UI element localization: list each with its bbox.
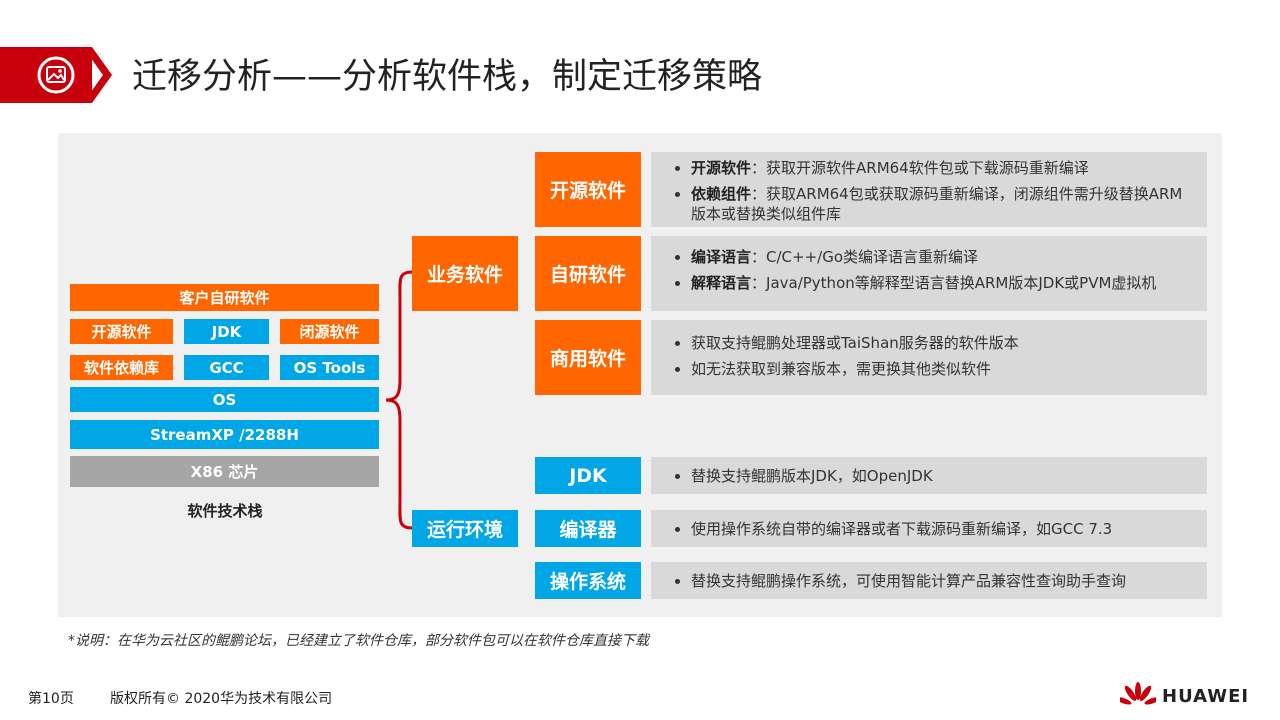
- bullet-item: 获取支持鲲鹏处理器或TaiShan服务器的软件版本: [691, 333, 1195, 359]
- bullet-bold-term: 编译语言: [691, 248, 752, 266]
- row-label-operating-system: 操作系统: [535, 562, 641, 599]
- row-desc-compiler: 使用操作系统自带的编译器或者下载源码重新编译，如GCC 7.3: [651, 510, 1207, 547]
- bullet-item: 使用操作系统自带的编译器或者下载源码重新编译，如GCC 7.3: [691, 519, 1112, 539]
- row-label-self-developed: 自研软件: [535, 236, 641, 311]
- bullet-text: ：获取开源软件ARM64软件包或下载源码重新编译: [751, 159, 1089, 177]
- page-number: 第10页: [28, 691, 74, 707]
- footnote: *说明：在华为云社区的鲲鹏论坛，已经建立了软件仓库，部分软件包可以在软件仓库直接…: [68, 633, 649, 649]
- page-title: 迁移分析——分析软件栈，制定迁移策略: [132, 57, 763, 97]
- copyright-text: 版权所有© 2020华为技术有限公司: [110, 691, 333, 707]
- stack-os-tools: OS Tools: [280, 355, 379, 380]
- stack-streamxp: StreamXP /2288H: [70, 420, 379, 449]
- row-desc-open-source: 开源软件：获取开源软件ARM64软件包或下载源码重新编译 依赖组件：获取ARM6…: [651, 152, 1207, 227]
- bullet-text: ：获取ARM64包或获取源码重新编译，闭源组件需升级替换ARM版本或替换类似组件…: [691, 185, 1183, 223]
- row-label-open-source: 开源软件: [535, 152, 641, 227]
- bullet-bold-term: 依赖组件: [691, 185, 752, 203]
- bullet-item: 替换支持鲲鹏版本JDK，如OpenJDK: [691, 466, 933, 486]
- bullet-item: 开源软件：获取开源软件ARM64软件包或下载源码重新编译: [691, 158, 1195, 184]
- stack-customer-software: 客户自研软件: [70, 284, 379, 311]
- stack-dependency-libs: 软件依赖库: [70, 355, 173, 380]
- stack-open-source: 开源软件: [70, 319, 173, 344]
- bullet-bold-term: 解释语言: [691, 274, 752, 292]
- bullet-text: ：C/C++/Go类编译语言重新编译: [751, 248, 979, 266]
- stack-jdk: JDK: [184, 319, 269, 344]
- bullet-item: 依赖组件：获取ARM64包或获取源码重新编译，闭源组件需升级替换ARM版本或替换…: [691, 184, 1195, 230]
- bullet-item: 解释语言：Java/Python等解释型语言替换ARM版本JDK或PVM虚拟机: [691, 273, 1195, 299]
- bullet-bold-term: 开源软件: [691, 159, 752, 177]
- stack-os: OS: [70, 387, 379, 412]
- picture-icon: [37, 56, 75, 94]
- stack-x86-chip: X86 芯片: [70, 456, 379, 487]
- row-desc-commercial: 获取支持鲲鹏处理器或TaiShan服务器的软件版本 如无法获取到兼容版本，需更换…: [651, 320, 1207, 395]
- stack-gcc: GCC: [184, 355, 269, 380]
- bullet-item: 编译语言：C/C++/Go类编译语言重新编译: [691, 247, 1195, 273]
- group-runtime-environment: 运行环境: [412, 510, 518, 547]
- huawei-logo-text: HUAWEI: [1162, 686, 1250, 707]
- title-chevron-shape: [83, 47, 112, 103]
- row-label-commercial: 商用软件: [535, 320, 641, 395]
- row-desc-self-developed: 编译语言：C/C++/Go类编译语言重新编译 解释语言：Java/Python等…: [651, 236, 1207, 311]
- curly-brace: [385, 270, 413, 530]
- bullet-item: 替换支持鲲鹏操作系统，可使用智能计算产品兼容性查询助手查询: [691, 571, 1126, 591]
- bullet-text: ：Java/Python等解释型语言替换ARM版本JDK或PVM虚拟机: [751, 274, 1157, 292]
- stack-caption: 软件技术栈: [187, 502, 263, 520]
- bullet-item: 如无法获取到兼容版本，需更换其他类似软件: [691, 359, 1195, 385]
- stack-closed-source: 闭源软件: [280, 319, 379, 344]
- row-label-jdk: JDK: [535, 457, 641, 494]
- row-desc-operating-system: 替换支持鲲鹏操作系统，可使用智能计算产品兼容性查询助手查询: [651, 562, 1207, 599]
- group-business-software: 业务软件: [412, 236, 518, 311]
- huawei-petal-logo-icon: [1120, 682, 1156, 705]
- row-label-compiler: 编译器: [535, 510, 641, 547]
- row-desc-jdk: 替换支持鲲鹏版本JDK，如OpenJDK: [651, 457, 1207, 494]
